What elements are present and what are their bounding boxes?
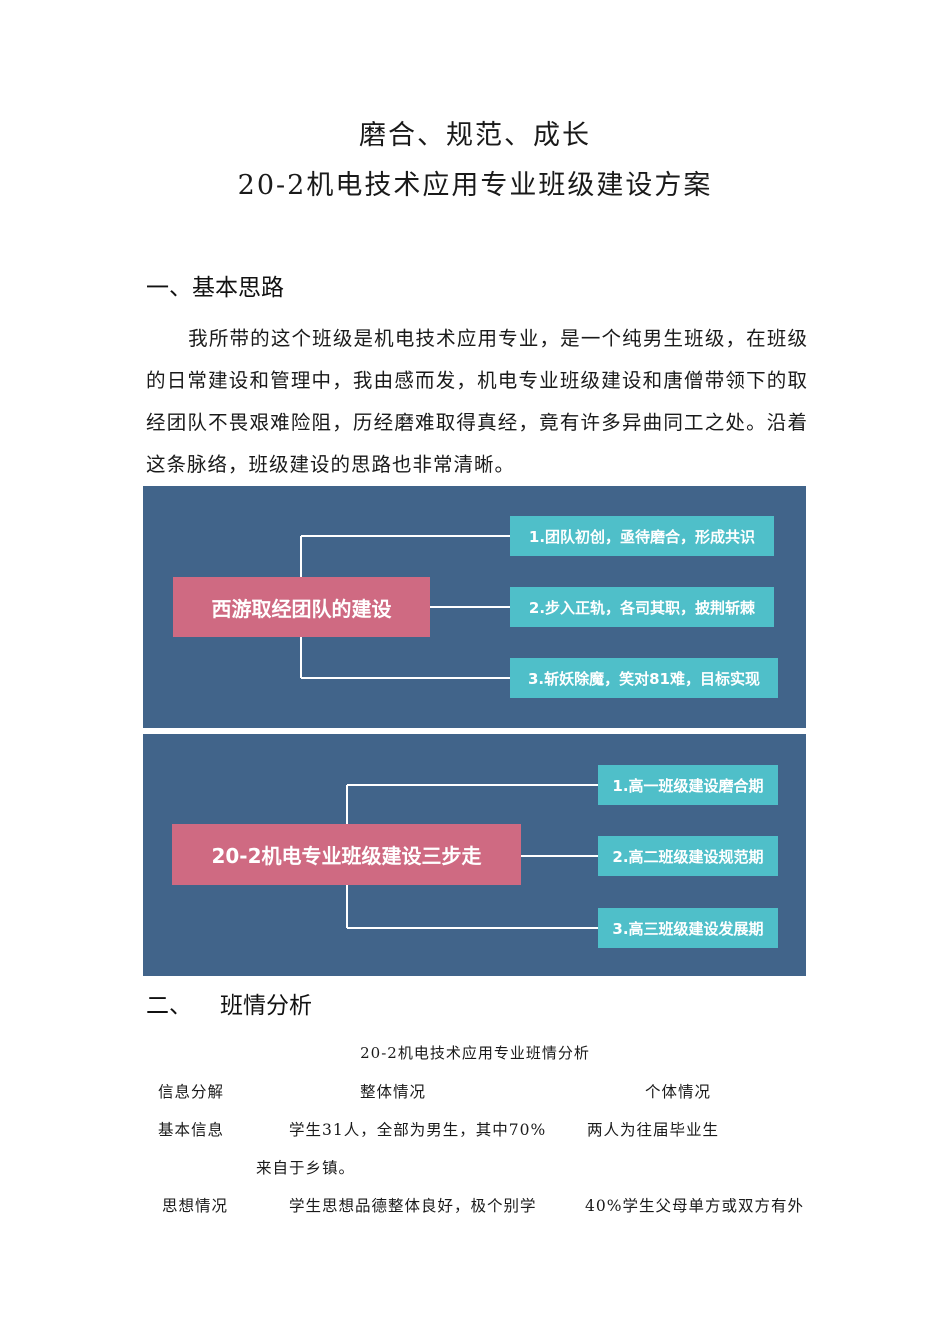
branch-node-3: 3.斩妖除魔，笑对81难，目标实现: [510, 658, 778, 698]
section1-paragraph-text: 我所带的这个班级是机电技术应用专业，是一个纯男生班级，在班级的日常建设和管理中，…: [146, 327, 808, 476]
table-row1-individual: 两人为往届毕业生: [587, 1121, 720, 1139]
doc-title-line1: 磨合、规范、成长: [359, 120, 591, 151]
doc-title-line2: 20-2机电技术应用专业班级建设方案: [237, 170, 713, 201]
branch-node-1: 1.团队初创，亟待磨合，形成共识: [510, 516, 774, 556]
section2-heading: 二、 班情分析: [146, 986, 312, 1020]
section1-heading: 一、基本思路: [146, 275, 284, 301]
root-node: 20-2机电专业班级建设三步走: [172, 824, 521, 885]
table-header-aspect: 信息分解: [158, 1083, 225, 1101]
table-row1-label: 基本信息: [158, 1121, 225, 1139]
table-row2-label: 思想情况: [162, 1197, 229, 1215]
table-row2-individual: 40%学生父母单方或双方有外: [585, 1197, 804, 1215]
table-row2-overall-line1: 学生思想品德整体良好，极个别学: [289, 1197, 537, 1215]
table-header-overall: 整体情况: [360, 1083, 427, 1101]
table-row1-overall-line2: 来自于乡镇。: [256, 1159, 356, 1177]
branch-node-1: 1.高一班级建设磨合期: [598, 765, 778, 805]
table-header-individual: 个体情况: [645, 1083, 712, 1101]
branch-node-2: 2.高二班级建设规范期: [598, 836, 778, 876]
root-node: 西游取经团队的建设: [173, 577, 430, 637]
branch-node-2: 2.步入正轨，各司其职，披荆斩棘: [510, 587, 774, 627]
mindmap-class-three-steps: 20-2机电专业班级建设三步走 1.高一班级建设磨合期 2.高二班级建设规范期 …: [143, 734, 806, 976]
table-caption: 20-2机电技术应用专业班情分析: [360, 1044, 590, 1062]
table-row1-overall-line1: 学生31人，全部为男生，其中70%: [289, 1121, 547, 1139]
mindmap-journey-team: 西游取经团队的建设 1.团队初创，亟待磨合，形成共识 2.步入正轨，各司其职，披…: [143, 486, 806, 728]
section2-heading-text: 班情分析: [220, 993, 312, 1019]
section1-paragraph: 我所带的这个班级是机电技术应用专业，是一个纯男生班级，在班级的日常建设和管理中，…: [146, 318, 808, 486]
section2-heading-number: 二、: [146, 993, 192, 1019]
branch-node-3: 3.高三班级建设发展期: [598, 908, 778, 948]
